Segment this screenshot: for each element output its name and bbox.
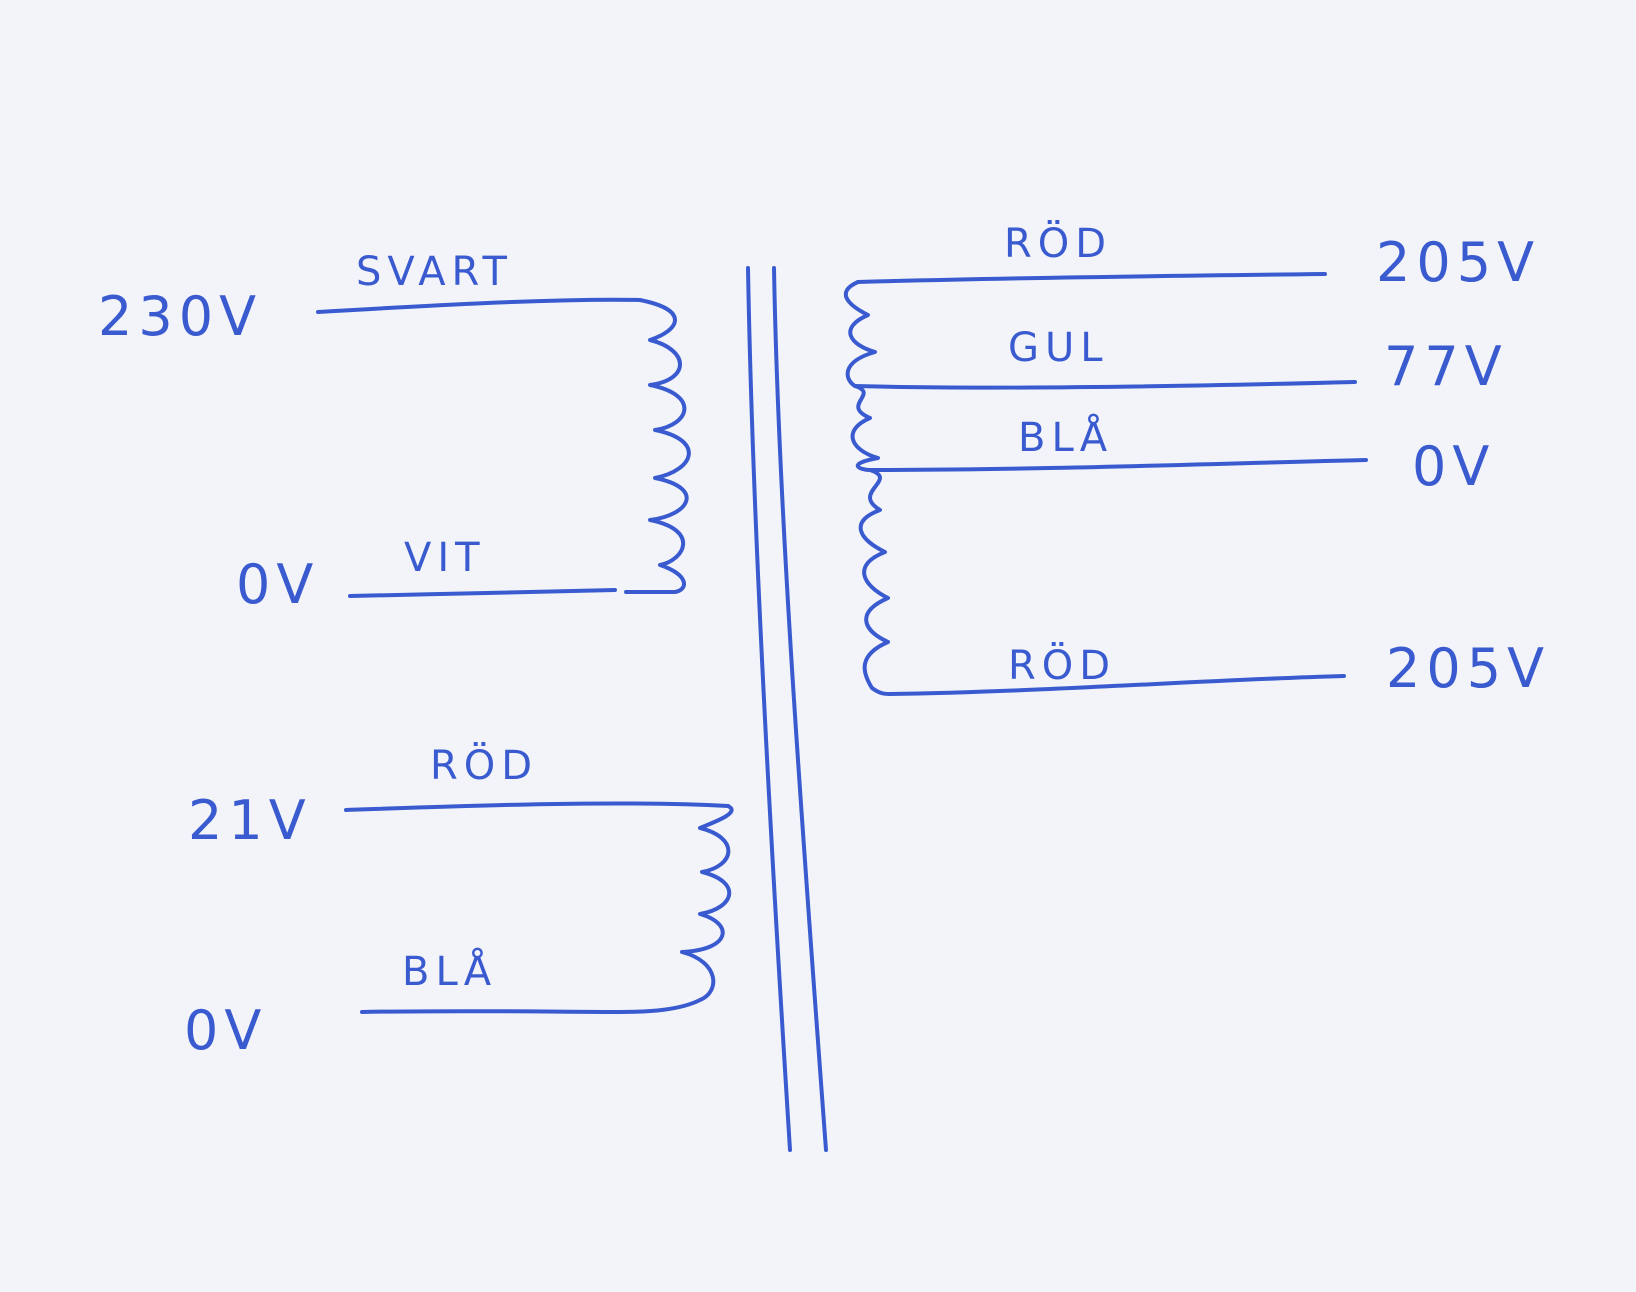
primary-lead-bottom	[348, 588, 617, 598]
primary-bottom-wire-label: VIT	[404, 535, 486, 581]
secondary-tap2-voltage: 77V	[1384, 335, 1508, 398]
secondary-tap3-wire-label: BLÅ	[1018, 415, 1114, 461]
secondary-lead-2	[853, 380, 1357, 390]
secondary-tap1-voltage: 205V	[1376, 231, 1541, 294]
secondary-coil	[843, 280, 892, 696]
primary-lead-top	[316, 297, 642, 314]
secondary-lead-1	[856, 272, 1327, 284]
aux-bottom-voltage: 0V	[184, 999, 268, 1062]
primary-bottom-voltage: 0V	[236, 553, 320, 616]
secondary-tap2-wire-label: GUL	[1008, 325, 1109, 371]
core-line-left	[746, 266, 792, 1152]
aux-bottom-wire-label: BLÅ	[402, 949, 498, 995]
secondary-tap1-wire-label: RÖD	[1004, 221, 1113, 267]
aux-lead-top	[344, 801, 730, 812]
primary-top-wire-label: SVART	[356, 249, 513, 295]
aux-top-wire-label: RÖD	[430, 743, 539, 789]
aux-lead-bottom	[360, 1009, 624, 1014]
secondary-tap4-voltage: 205V	[1386, 637, 1551, 700]
secondary-lead-4	[888, 674, 1346, 696]
aux-coil	[618, 804, 734, 1014]
secondary-lead-3	[868, 458, 1368, 472]
secondary-tap4-wire-label: RÖD	[1008, 643, 1117, 689]
core-line-right	[772, 266, 828, 1152]
aux-top-voltage: 21V	[188, 789, 312, 852]
primary-coil	[624, 298, 691, 594]
secondary-tap3-voltage: 0V	[1412, 435, 1496, 498]
primary-top-voltage: 230V	[98, 285, 263, 348]
